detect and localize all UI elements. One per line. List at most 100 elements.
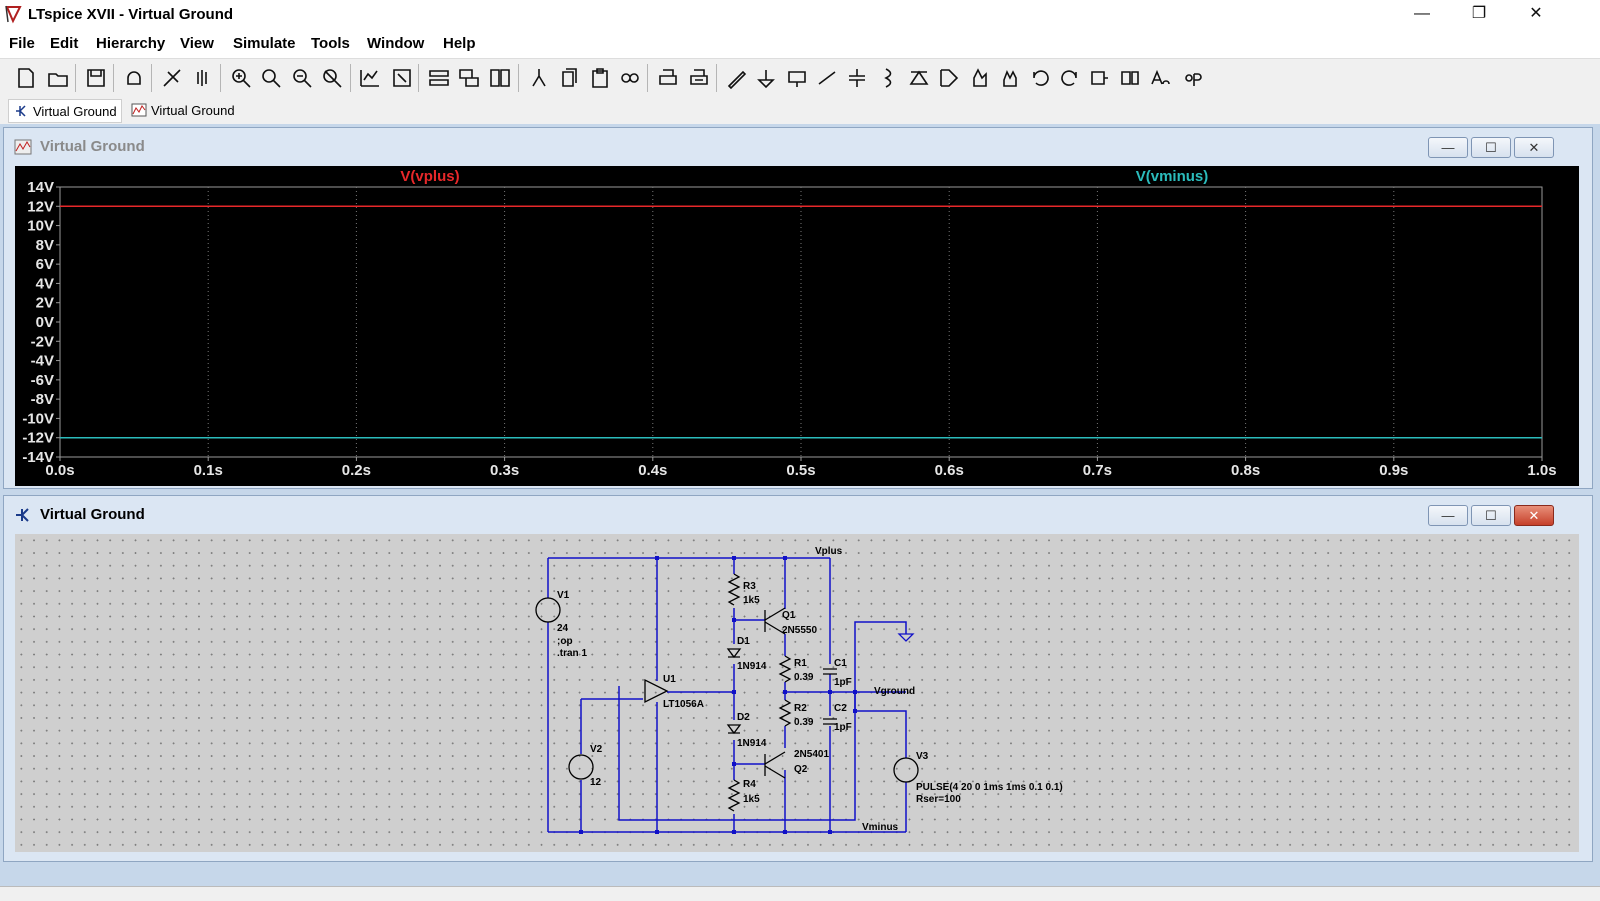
halt-button[interactable] (190, 66, 214, 90)
schematic-window-title: Virtual Ground (40, 506, 145, 523)
pick-visible-button[interactable] (390, 66, 414, 90)
label-d1: D1 (737, 636, 750, 647)
waveform-close-button[interactable]: ✕ (1514, 137, 1554, 158)
zoom-area-icon (262, 69, 281, 88)
menu-bar: File Edit Hierarchy View Simulate Tools … (0, 30, 1600, 58)
y-tick-label: 10V (27, 218, 54, 235)
tile-horizontal-icon (429, 70, 449, 86)
schematic-close-button[interactable]: ✕ (1514, 505, 1554, 526)
schematic-window: Virtual Ground — ☐ ✕ (3, 495, 1593, 862)
schematic-icon (16, 508, 29, 522)
move-button[interactable] (968, 66, 992, 90)
window-close-button[interactable]: ✕ (1529, 5, 1543, 22)
cascade-button[interactable] (457, 66, 481, 90)
label-q2-model: 2N5401 (794, 749, 829, 760)
label-d2-model: 1N914 (737, 738, 767, 749)
pick-visible-icon (393, 69, 411, 87)
window-restore-button[interactable]: ❐ (1471, 5, 1487, 22)
y-tick-label: 6V (36, 256, 54, 273)
copy-button[interactable] (557, 66, 581, 90)
find-button[interactable] (618, 66, 642, 90)
text-button[interactable] (1149, 66, 1173, 90)
label-net-button[interactable] (785, 66, 809, 90)
schematic-maximize-button[interactable]: ☐ (1471, 505, 1511, 526)
menu-help[interactable]: Help (443, 35, 476, 52)
undo-button[interactable] (1028, 66, 1052, 90)
resistor-button[interactable] (815, 66, 839, 90)
ground-button[interactable] (754, 66, 778, 90)
label-q1: Q1 (782, 610, 796, 621)
y-tick-label: -6V (31, 372, 54, 389)
label-q1-model: 2N5550 (782, 625, 817, 636)
zoom-fit-button[interactable] (320, 66, 344, 90)
menu-simulate[interactable]: Simulate (233, 35, 296, 52)
schematic-icon (16, 105, 26, 117)
menu-tools[interactable]: Tools (311, 35, 350, 52)
ltspice-logo-icon (5, 5, 22, 24)
mirror-button[interactable] (1118, 66, 1142, 90)
q2-transistor-icon (764, 751, 786, 779)
inductor-button[interactable] (876, 66, 900, 90)
new-schematic-button[interactable] (14, 66, 38, 90)
y-tick-label: 8V (36, 237, 54, 254)
menu-window[interactable]: Window (367, 35, 425, 52)
menu-file[interactable]: File (9, 35, 35, 52)
x-tick-label: 0.4s (638, 462, 667, 479)
capacitor-button[interactable] (845, 66, 869, 90)
run-button[interactable] (160, 66, 184, 90)
find-icon (621, 73, 639, 83)
waveform-minimize-button[interactable]: — (1428, 137, 1468, 158)
tile-horizontal-button[interactable] (427, 66, 451, 90)
menu-hierarchy[interactable]: Hierarchy (96, 35, 166, 52)
tab-waveform[interactable]: Virtual Ground (127, 99, 239, 121)
toolbar-separator (113, 64, 114, 92)
menu-edit[interactable]: Edit (50, 35, 79, 52)
tab-schematic[interactable]: Virtual Ground (8, 99, 122, 123)
tile-vertical-icon (490, 69, 510, 87)
open-button[interactable] (46, 66, 70, 90)
redo-button[interactable] (1058, 66, 1082, 90)
menu-view[interactable]: View (180, 35, 214, 52)
cascade-icon (459, 69, 479, 87)
spice-directive-icon (1185, 73, 1202, 86)
cut-button[interactable] (527, 66, 551, 90)
d2-diode-icon (726, 724, 742, 735)
toolbar-separator (220, 64, 221, 92)
copy-icon (562, 68, 577, 87)
control-panel-icon (127, 71, 141, 85)
zoom-area-button[interactable] (259, 66, 283, 90)
save-button[interactable] (84, 66, 108, 90)
control-panel-button[interactable] (122, 66, 146, 90)
label-r4: R4 (743, 779, 756, 790)
print-preview-button[interactable] (687, 66, 711, 90)
label-c2: C2 (834, 703, 847, 714)
label-vplus: Vplus (815, 546, 843, 557)
waveform-window-title: Virtual Ground (40, 138, 145, 155)
x-tick-label: 0.3s (490, 462, 519, 479)
rotate-button[interactable] (1088, 66, 1112, 90)
diode-button[interactable] (907, 66, 931, 90)
print-button[interactable] (656, 66, 680, 90)
drag-button[interactable] (998, 66, 1022, 90)
label-v1: V1 (557, 590, 570, 601)
waveform-icon (14, 139, 32, 155)
label-v3-rser: Rser=100 (916, 794, 961, 805)
tab-waveform-label: Virtual Ground (151, 102, 235, 118)
label-vground: Vground (874, 686, 915, 697)
schematic-minimize-button[interactable]: — (1428, 505, 1468, 526)
spice-directive-button[interactable] (1180, 66, 1204, 90)
paste-button[interactable] (588, 66, 612, 90)
window-minimize-button[interactable]: — (1414, 5, 1430, 22)
autorange-button[interactable] (358, 66, 382, 90)
zoom-out-button[interactable] (290, 66, 314, 90)
tile-vertical-button[interactable] (488, 66, 512, 90)
save-icon (87, 69, 105, 87)
draw-wire-button[interactable] (725, 66, 749, 90)
schematic-canvas[interactable]: Vplus Vminus Vground V1 24 ;op .tran 1 V… (15, 534, 1579, 852)
waveform-maximize-button[interactable]: ☐ (1471, 137, 1511, 158)
component-button[interactable] (937, 66, 961, 90)
zoom-in-button[interactable] (229, 66, 253, 90)
zoom-fit-icon (323, 69, 342, 88)
y-tick-label: 4V (36, 275, 54, 292)
